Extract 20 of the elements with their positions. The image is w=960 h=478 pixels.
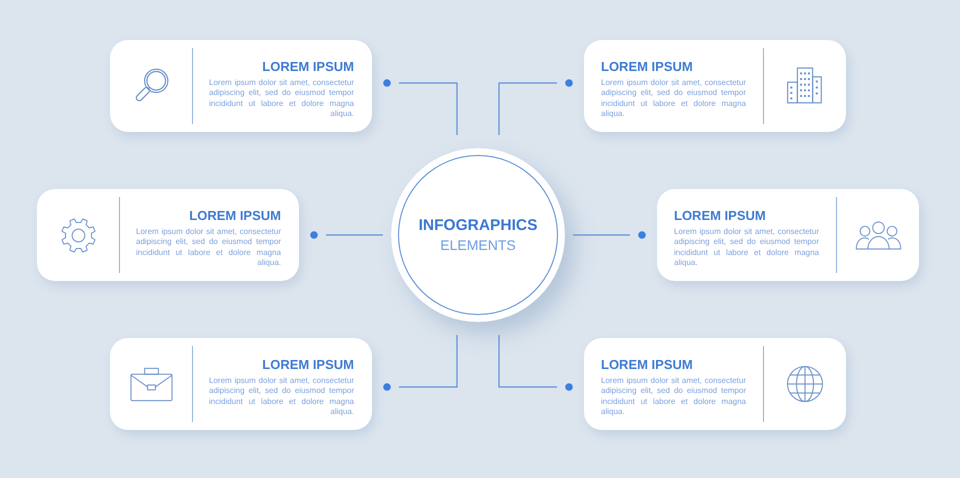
card [110,40,372,132]
card-heading: LOREM IPSUM [674,208,767,224]
card-body-text: Lorem ipsum dolor sit amet, consectetur adipiscing elit, sed do eiusmod tempor incididunt ut labore et dolore magna aliqua. [209,78,354,120]
card-heading: LOREM IPSUM [261,59,354,75]
card-body-text: Lorem ipsum dolor sit amet, consectetur adipiscing elit, sed do eiusmod tempor incididunt ut labore et dolore magna aliqua. [674,227,819,269]
hub-subtitle: ELEMENTS [440,236,516,254]
card [37,189,299,281]
hub-title: INFOGRAPHICS [418,216,538,236]
card [110,338,372,430]
card-body-text: Lorem ipsum dolor sit amet, consectetur adipiscing elit, sed do eiusmod tempor incididunt ut labore et dolore magna aliqua. [136,227,281,269]
card-heading: LOREM IPSUM [188,208,281,224]
card-heading: LOREM IPSUM [601,357,694,373]
card-heading: LOREM IPSUM [601,59,694,75]
card-heading: LOREM IPSUM [261,357,354,373]
card [584,338,846,430]
card-body-text: Lorem ipsum dolor sit amet, consectetur adipiscing elit, sed do eiusmod tempor incididunt ut labore et dolore magna aliqua. [601,78,746,120]
card [657,189,919,281]
card-body-text: Lorem ipsum dolor sit amet, consectetur adipiscing elit, sed do eiusmod tempor incididunt ut labore et dolore magna aliqua. [209,376,354,418]
card [584,40,846,132]
card-body-text: Lorem ipsum dolor sit amet, consectetur adipiscing elit, sed do eiusmod tempor incididunt ut labore et dolore magna aliqua. [601,376,746,418]
